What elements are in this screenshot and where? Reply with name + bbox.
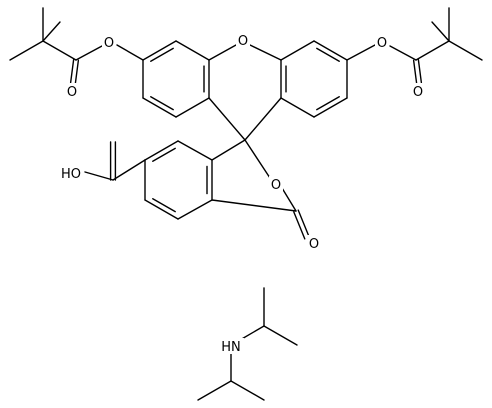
right-aryl-bond bbox=[280, 40, 315, 61]
aromatic-bond bbox=[150, 96, 174, 111]
right-aryl-bond bbox=[313, 97, 348, 118]
carbonyl-double-bond bbox=[74, 59, 80, 85]
xanthene-oxygen-label: O bbox=[238, 34, 248, 49]
methyl-bond bbox=[197, 380, 232, 401]
amine-bond bbox=[239, 325, 265, 341]
methyl-bond bbox=[42, 21, 61, 42]
lactone-bond bbox=[244, 139, 271, 179]
label-layer: O O O O O O O HO HN bbox=[58, 32, 425, 355]
lactone-bond bbox=[211, 199, 297, 212]
right-aryl-bond bbox=[280, 97, 315, 118]
right-carbonyl-oxygen-label: O bbox=[413, 85, 423, 100]
pyran-bond bbox=[244, 97, 282, 141]
benzo-bond bbox=[144, 199, 179, 220]
aromatic-bond bbox=[152, 147, 176, 162]
left-aryl-bond bbox=[175, 97, 210, 118]
lactone-carbonyl-oxygen-label: O bbox=[309, 237, 319, 252]
methyl-bond bbox=[9, 40, 44, 61]
left-aryl-bond bbox=[142, 40, 177, 61]
aromatic-bond bbox=[152, 198, 176, 213]
methyl-bond bbox=[230, 380, 265, 401]
aromatic-bond bbox=[316, 47, 340, 62]
methyl-bond bbox=[431, 21, 450, 42]
left-aryl-bond bbox=[142, 97, 177, 118]
tert-butyl-bond bbox=[42, 40, 77, 61]
label-bg bbox=[269, 176, 283, 192]
right-ester-oxygen-label: O bbox=[377, 36, 387, 51]
ester-bond bbox=[346, 44, 376, 61]
benzo-bond bbox=[177, 199, 213, 220]
label-bg bbox=[375, 34, 389, 50]
acid-bond bbox=[112, 159, 146, 181]
lactone-bond bbox=[281, 187, 297, 212]
ester-bond bbox=[389, 45, 417, 61]
tert-butyl-bond bbox=[415, 40, 450, 61]
label-bg bbox=[218, 338, 244, 354]
spiro-bond bbox=[211, 139, 246, 161]
label-bg bbox=[307, 235, 321, 251]
bond-layer bbox=[9, 7, 483, 401]
acid-hydroxyl-bond bbox=[84, 171, 114, 181]
label-bg bbox=[65, 83, 79, 99]
label-bg bbox=[102, 34, 116, 50]
lactone-carbonyl-bond bbox=[297, 209, 310, 238]
label-bg bbox=[411, 83, 425, 99]
carbonyl-double-bond bbox=[69, 58, 75, 84]
left-ester-oxygen-label: O bbox=[104, 36, 114, 51]
carbonyl-double-bond bbox=[417, 58, 423, 84]
label-bg bbox=[236, 32, 250, 48]
amine-nitrogen-label: HN bbox=[221, 340, 241, 355]
label-bg bbox=[58, 165, 84, 181]
pyran-bond bbox=[208, 44, 237, 61]
aromatic-bond bbox=[150, 47, 174, 62]
aromatic-bond bbox=[316, 96, 340, 111]
methyl-bond bbox=[263, 325, 298, 346]
ester-bond bbox=[116, 44, 144, 61]
left-carbonyl-oxygen-label: O bbox=[67, 85, 77, 100]
pyran-bond bbox=[249, 44, 282, 61]
carboxylic-acid-hydroxyl-label: HO bbox=[61, 167, 81, 182]
benzo-bond bbox=[144, 140, 179, 161]
left-aryl-bond bbox=[175, 40, 210, 61]
carbonyl-double-bond bbox=[412, 59, 418, 85]
lactone-ring-oxygen-label: O bbox=[271, 178, 281, 193]
methyl-bond bbox=[448, 40, 483, 61]
benzo-bond bbox=[177, 140, 213, 161]
right-aryl-bond bbox=[313, 40, 348, 61]
ester-bond bbox=[75, 45, 103, 61]
pyran-bond bbox=[208, 97, 246, 141]
lactone-carbonyl-bond bbox=[293, 211, 306, 240]
